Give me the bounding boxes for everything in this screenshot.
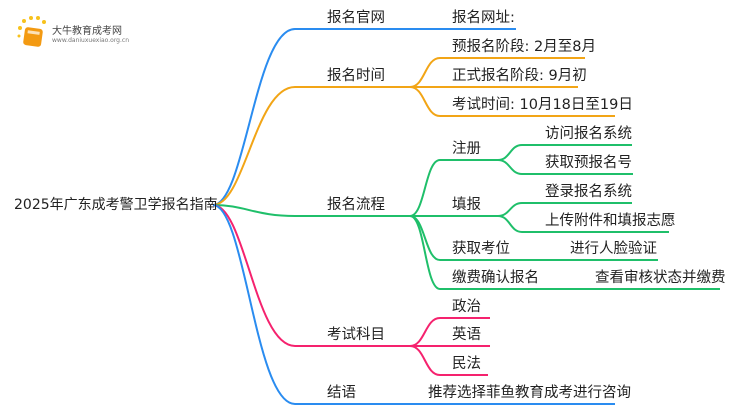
branch-line-conclusion (212, 204, 615, 405)
time-item: 考试时间: 10月18日至19日 (452, 97, 633, 113)
process-step: 注册 (452, 141, 481, 157)
branch-line-website (212, 28, 516, 206)
process-substep: 进行人脸验证 (570, 241, 657, 257)
branch-line-subjects (212, 204, 410, 347)
process-substep: 获取预报名号 (545, 155, 632, 171)
subject-item: 民法 (452, 356, 481, 372)
process-substep: 登录报名系统 (545, 184, 632, 200)
conclusion-item: 推荐选择菲鱼教育成考进行咨询 (428, 385, 631, 401)
process-substep: 查看审核状态并缴费 (595, 270, 726, 286)
subject-item: 英语 (452, 327, 481, 343)
process-substep: 上传附件和填报志愿 (545, 213, 676, 229)
process-step: 填报 (452, 197, 481, 213)
branch-website: 报名官网 (327, 10, 385, 26)
process-substep: 访问报名系统 (545, 126, 632, 142)
website-url-label: 报名网址: (452, 10, 515, 26)
branch-process: 报名流程 (327, 197, 385, 213)
process-step: 获取考位 (452, 241, 510, 257)
process-step: 缴费确认报名 (452, 270, 539, 286)
logo-url: www.daniuxuexiao.org.cn (52, 37, 129, 44)
branch-time: 报名时间 (327, 68, 385, 84)
branch-line-process (212, 204, 410, 217)
subject-item: 政治 (452, 299, 481, 315)
branch-conclusion: 结语 (327, 385, 356, 401)
time-item: 预报名阶段: 2月至8月 (452, 39, 596, 55)
book-logo-icon (17, 16, 46, 47)
time-item: 正式报名阶段: 9月初 (452, 68, 587, 84)
logo-title: 大牛教育成考网 (52, 26, 122, 37)
root-topic: 2025年广东成考警卫学报名指南 (14, 197, 218, 213)
branch-subjects: 考试科目 (327, 327, 385, 343)
branch-line-time (212, 86, 410, 206)
